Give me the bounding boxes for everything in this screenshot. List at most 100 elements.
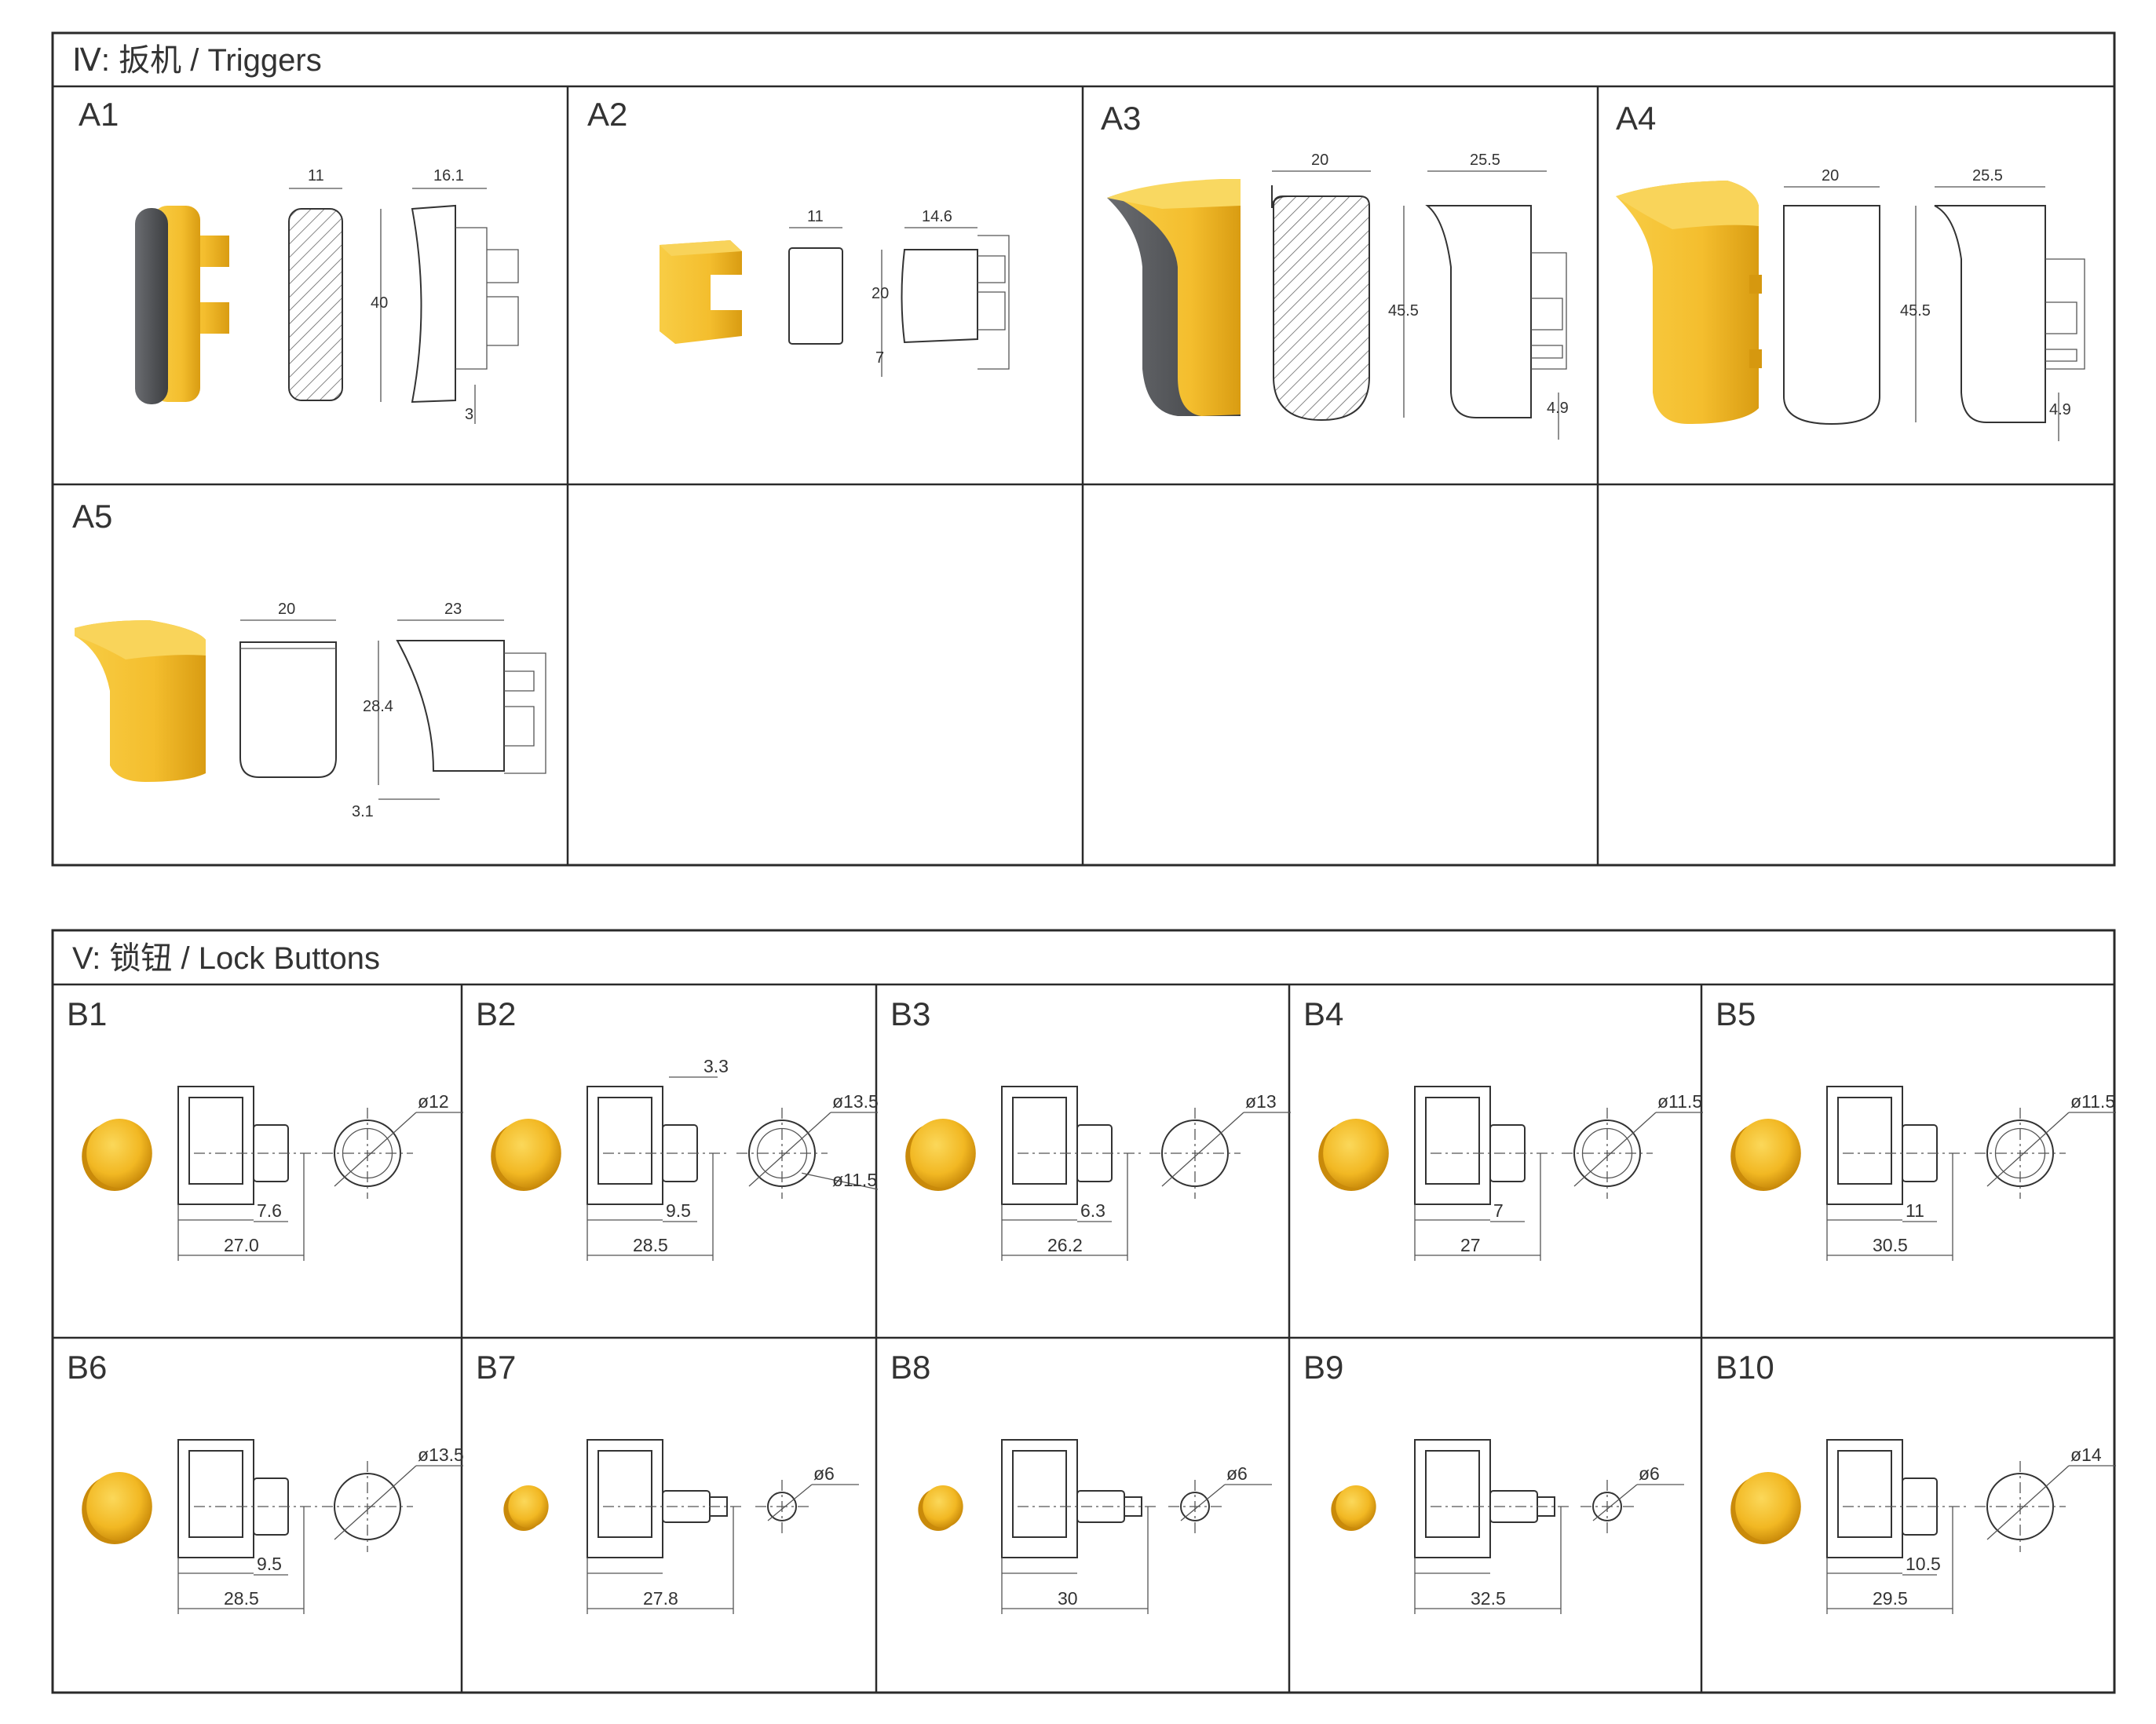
lock-button-b7-overall-dim: 27.8 (643, 1588, 678, 1609)
trigger-a3-render (1107, 179, 1241, 416)
a1-dim-depth: 16.1 (433, 167, 464, 184)
trigger-a4-side-drawing: 25.5 45.5 4.9 (1900, 167, 2085, 441)
lock-button-b7-label: B7 (476, 1349, 516, 1386)
lock-button-b1-label: B1 (67, 995, 107, 1032)
lock-button-b3-side-drawing: 26.26.3 (1001, 1086, 1143, 1261)
trigger-a2-side-drawing: 14.6 20 7 (872, 208, 1010, 377)
lock-button-b10: B10 29.510.5 ø14 (1716, 1349, 2116, 1614)
lock-button-b4-render (1318, 1119, 1389, 1191)
lock-button-b1-side-drawing: 27.0 7.6 (177, 1086, 320, 1261)
triggers-section: Ⅳ: 扳机 / Triggers A1 11 16.1 (51, 31, 2116, 867)
a4-dim-offset: 4.9 (2049, 401, 2071, 418)
lock-button-b5-overall-dim: 30.5 (1873, 1235, 1908, 1255)
trigger-a3-label: A3 (1101, 100, 1141, 137)
lock-button-b6-label: B6 (67, 1349, 107, 1386)
lock-buttons-section-title: V: 锁钮 / Lock Buttons (72, 941, 380, 976)
lock-button-b8-dia-dim: ø6 (1226, 1463, 1248, 1484)
a3-dim-height: 45.5 (1388, 302, 1419, 320)
lock-button-b8-end-view: ø6 (1168, 1463, 1272, 1533)
trigger-a2-label: A2 (587, 96, 627, 133)
a5-dim-height: 28.4 (363, 698, 393, 715)
lock-button-b8-side-drawing: 30 (1001, 1439, 1156, 1614)
lock-button-b5-side-drawing: 30.5 11 (1826, 1086, 1968, 1261)
lock-button-b9-overall-dim: 32.5 (1471, 1588, 1506, 1609)
lock-buttons-frame (51, 929, 2116, 1694)
lock-button-b6-end-view: ø13.5 (322, 1445, 464, 1552)
lock-button-b2-side-drawing: 28.5 9.5 3.3 (587, 1056, 729, 1261)
lock-button-b5-label: B5 (1716, 995, 1756, 1032)
lock-button-b7-side-drawing: 27.8 (587, 1439, 741, 1614)
lock-button-b9-end-view: ø6 (1580, 1463, 1684, 1533)
lock-button-b1-pin-dim: 7.6 (257, 1200, 282, 1221)
trigger-a1-render (135, 206, 229, 404)
lock-button-b8-overall-dim: 30 (1058, 1588, 1078, 1609)
lock-button-b5-dia-dim: ø11.5 (2070, 1091, 2115, 1112)
lock-button-b1-dia-dim: ø12 (418, 1091, 449, 1112)
trigger-a2-front-drawing: 11 (788, 208, 843, 345)
lock-button-b6-render (82, 1472, 152, 1544)
a1-dim-height: 40 (371, 294, 388, 312)
a4-dim-depth: 25.5 (1972, 167, 2003, 184)
lock-button-b7-render (503, 1485, 549, 1531)
lock-button-b4-pin-dim: 7 (1493, 1200, 1504, 1221)
trigger-a1-label: A1 (79, 96, 119, 133)
trigger-a3: A3 20 25.5 45.5 4.9 (1101, 100, 1569, 440)
lock-button-b9-dia-dim: ø6 (1639, 1463, 1660, 1484)
lock-button-b2-dia2-dim: ø11.5 (832, 1170, 877, 1190)
a1-dim-offset: 3 (465, 406, 473, 423)
a2-dim-depth: 14.6 (922, 208, 952, 225)
lock-button-b2-step-dim: 3.3 (703, 1056, 729, 1076)
lock-button-b3-render (905, 1119, 976, 1191)
lock-button-b7-end-view: ø6 (755, 1463, 859, 1533)
a2-dim-height: 20 (872, 285, 889, 302)
lock-button-b1: B1 27.0 7.6 ø12 (67, 995, 463, 1261)
lock-button-b5-render (1730, 1119, 1801, 1191)
lock-buttons-section: V: 锁钮 / Lock Buttons (51, 929, 2116, 1694)
lock-button-b4-dia-dim: ø11.5 (1657, 1091, 1702, 1112)
lock-button-b3-label: B3 (890, 995, 930, 1032)
lock-button-b9: B9 32.5 ø6 (1303, 1349, 1684, 1614)
lock-button-b7-dia-dim: ø6 (813, 1463, 835, 1484)
a1-dim-width: 11 (308, 167, 324, 184)
lock-button-b5-pin-dim: 11 (1906, 1200, 1924, 1221)
lock-button-b2-overall-dim: 28.5 (633, 1235, 668, 1255)
lock-buttons-drawings: B127.07.6ø12B228.59.53.3ø13.5ø11.5B326.2… (67, 995, 2116, 1614)
a4-dim-height: 45.5 (1900, 302, 1931, 320)
lock-button-b1-render (82, 1119, 152, 1191)
trigger-a4-render (1616, 181, 1762, 424)
lock-button-b10-pin-dim: 10.5 (1906, 1554, 1941, 1574)
lock-button-b9-render (1331, 1485, 1376, 1531)
trigger-a4-label: A4 (1616, 100, 1656, 137)
lock-button-b7: B7 27.8 ø6 (476, 1349, 859, 1614)
lock-button-b2-pin-dim: 9.5 (666, 1200, 691, 1221)
trigger-a4-front-drawing: 20 (1783, 167, 1880, 426)
lock-button-b6-dia-dim: ø13.5 (418, 1445, 464, 1465)
a3-dim-offset: 4.9 (1547, 400, 1569, 417)
lock-button-b4-side-drawing: 277 (1414, 1086, 1556, 1261)
trigger-a1: A1 11 16.1 40 3 (79, 96, 519, 424)
trigger-a5-front-drawing: 20 (239, 601, 337, 778)
lock-button-b10-dia-dim: ø14 (2070, 1445, 2102, 1465)
lock-button-b4: B4 277 ø11.5 (1303, 995, 1703, 1261)
trigger-a3-side-drawing: 25.5 45.5 4.9 (1388, 152, 1569, 440)
lock-button-b4-label: B4 (1303, 995, 1343, 1032)
trigger-a2: A2 11 14.6 20 7 (587, 96, 1010, 377)
lock-button-b10-end-view: ø14 (1975, 1445, 2116, 1552)
lock-button-b1-overall-dim: 27.0 (224, 1235, 259, 1255)
lock-button-b10-label: B10 (1716, 1349, 1774, 1386)
lock-button-b9-side-drawing: 32.5 (1414, 1439, 1569, 1614)
lock-button-b2-render (491, 1119, 561, 1191)
triggers-section-title: Ⅳ: 扳机 / Triggers (72, 43, 322, 78)
lock-button-b3-dia-dim: ø13 (1245, 1091, 1277, 1112)
lock-button-b10-side-drawing: 29.510.5 (1826, 1439, 1968, 1614)
lock-button-b6-overall-dim: 28.5 (224, 1588, 259, 1609)
trigger-a5: A5 20 23 28.4 3.1 (72, 498, 546, 820)
lock-button-b8-render (918, 1485, 963, 1531)
a5-dim-width: 20 (278, 601, 295, 618)
lock-button-b9-label: B9 (1303, 1349, 1343, 1386)
